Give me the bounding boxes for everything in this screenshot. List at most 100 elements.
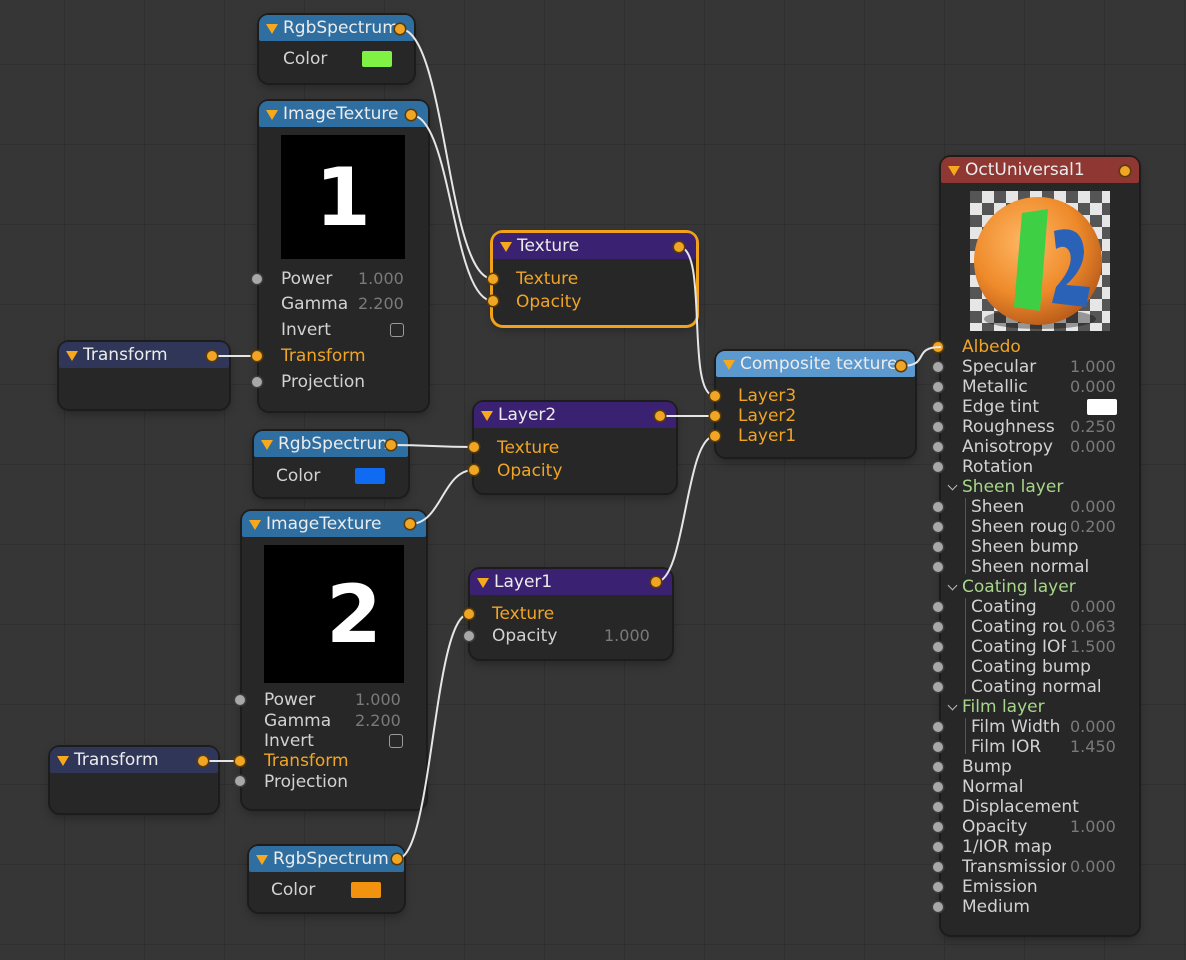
input-value[interactable]: 1.450 [1070, 737, 1116, 756]
input-port[interactable] [252, 377, 262, 387]
image-texture-node-2[interactable]: ImageTexture 2 Power 1.000 Gamma 2.200 I… [242, 511, 426, 809]
input-value[interactable]: 0.000 [1070, 377, 1116, 396]
input-port[interactable] [933, 362, 943, 372]
input-value[interactable]: 1.500 [1070, 637, 1116, 656]
input-port[interactable] [252, 274, 262, 284]
node-header[interactable]: OctUniversal1 [941, 157, 1139, 183]
connected-port[interactable] [207, 351, 217, 361]
input-port[interactable] [933, 862, 943, 872]
image-texture-node-1[interactable]: ImageTexture 1 Power 1.000 Gamma 2.200 I… [259, 101, 428, 411]
connected-port[interactable] [406, 110, 416, 120]
input-port[interactable] [933, 442, 943, 452]
input-port[interactable] [933, 402, 943, 412]
node-header[interactable]: Transform [59, 342, 229, 368]
transform-node-2[interactable]: Transform [50, 747, 218, 813]
collapse-triangle-icon[interactable] [57, 756, 69, 766]
group-header-label[interactable]: Film layer [962, 697, 1045, 717]
collapse-triangle-icon[interactable] [249, 520, 261, 530]
input-value[interactable]: 0.000 [1070, 717, 1116, 736]
power-value[interactable]: 1.000 [355, 690, 401, 709]
texture-layer-node[interactable]: Texture Texture Opacity [493, 233, 696, 325]
input-port[interactable] [933, 782, 943, 792]
input-port[interactable] [933, 802, 943, 812]
input-port[interactable] [933, 762, 943, 772]
node-header[interactable]: ImageTexture [259, 101, 428, 127]
input-port[interactable] [933, 422, 943, 432]
collapse-triangle-icon[interactable] [266, 110, 278, 120]
group-header-label[interactable]: Coating layer [962, 577, 1076, 597]
layer1-node[interactable]: Layer1 Texture Opacity 1.000 [470, 569, 672, 659]
node-header[interactable]: RgbSpectrum [259, 15, 414, 41]
input-port[interactable] [933, 602, 943, 612]
opacity-value[interactable]: 1.000 [604, 626, 650, 645]
input-port[interactable] [933, 642, 943, 652]
power-value[interactable]: 1.000 [358, 269, 404, 288]
connected-port[interactable] [896, 361, 906, 371]
input-value[interactable]: 0.000 [1070, 597, 1116, 616]
connected-port[interactable] [395, 24, 405, 34]
invert-checkbox-icon[interactable] [390, 323, 404, 337]
connected-port[interactable] [651, 577, 661, 587]
input-port[interactable] [933, 542, 943, 552]
input-port[interactable] [933, 842, 943, 852]
input-port[interactable] [933, 342, 943, 352]
collapse-triangle-icon[interactable] [948, 166, 960, 176]
input-value[interactable]: 0.200 [1070, 517, 1116, 536]
node-header[interactable]: RgbSpectrum [254, 431, 408, 457]
input-value[interactable]: 0.000 [1070, 857, 1116, 876]
gamma-value[interactable]: 2.200 [355, 711, 401, 730]
connected-port[interactable] [198, 756, 208, 766]
node-header[interactable]: RgbSpectrum [249, 846, 404, 872]
input-value[interactable]: 0.000 [1070, 497, 1116, 516]
gamma-value[interactable]: 2.200 [358, 294, 404, 313]
connected-port[interactable] [252, 351, 262, 361]
invert-checkbox-icon[interactable] [389, 734, 403, 748]
input-port[interactable] [933, 382, 943, 392]
chevron-down-icon[interactable] [947, 700, 958, 711]
input-port[interactable] [235, 776, 245, 786]
connected-port[interactable] [469, 442, 479, 452]
connected-port[interactable] [469, 465, 479, 475]
rgb-spectrum-node-1[interactable]: RgbSpectrum Color [259, 15, 414, 83]
connected-port[interactable] [405, 519, 415, 529]
collapse-triangle-icon[interactable] [500, 242, 512, 252]
input-port[interactable] [933, 882, 943, 892]
connected-port[interactable] [710, 411, 720, 421]
input-port[interactable] [933, 662, 943, 672]
transform-node-1[interactable]: Transform [59, 342, 229, 409]
input-port[interactable] [933, 562, 943, 572]
collapse-triangle-icon[interactable] [481, 411, 493, 421]
connected-port[interactable] [488, 296, 498, 306]
input-port[interactable] [933, 502, 943, 512]
chevron-down-icon[interactable] [947, 480, 958, 491]
node-header[interactable]: Texture [493, 233, 696, 259]
input-value[interactable]: 0.063 [1070, 617, 1116, 636]
connected-port[interactable] [710, 431, 720, 441]
collapse-triangle-icon[interactable] [477, 578, 489, 588]
connected-port[interactable] [464, 609, 474, 619]
connected-port[interactable] [235, 756, 245, 766]
collapse-triangle-icon[interactable] [256, 855, 268, 865]
color-swatch[interactable] [1087, 399, 1117, 415]
node-header[interactable]: Layer1 [470, 569, 672, 595]
connected-port[interactable] [386, 440, 396, 450]
color-swatch[interactable] [362, 51, 392, 67]
chevron-down-icon[interactable] [947, 580, 958, 591]
input-port[interactable] [933, 902, 943, 912]
color-swatch[interactable] [351, 882, 381, 898]
connected-port[interactable] [674, 242, 684, 252]
group-header-label[interactable]: Sheen layer [962, 477, 1064, 497]
color-swatch[interactable] [355, 468, 385, 484]
connected-port[interactable] [655, 411, 665, 421]
collapse-triangle-icon[interactable] [723, 360, 735, 370]
input-port[interactable] [933, 742, 943, 752]
composite-texture-node[interactable]: Composite texture Layer3 Layer2 Layer1 [716, 351, 915, 457]
connected-port[interactable] [710, 391, 720, 401]
input-port[interactable] [235, 695, 245, 705]
input-port[interactable] [933, 722, 943, 732]
input-port[interactable] [933, 622, 943, 632]
node-header[interactable]: ImageTexture [242, 511, 426, 537]
collapse-triangle-icon[interactable] [261, 440, 273, 450]
rgb-spectrum-node-3[interactable]: RgbSpectrum Color [249, 846, 404, 912]
